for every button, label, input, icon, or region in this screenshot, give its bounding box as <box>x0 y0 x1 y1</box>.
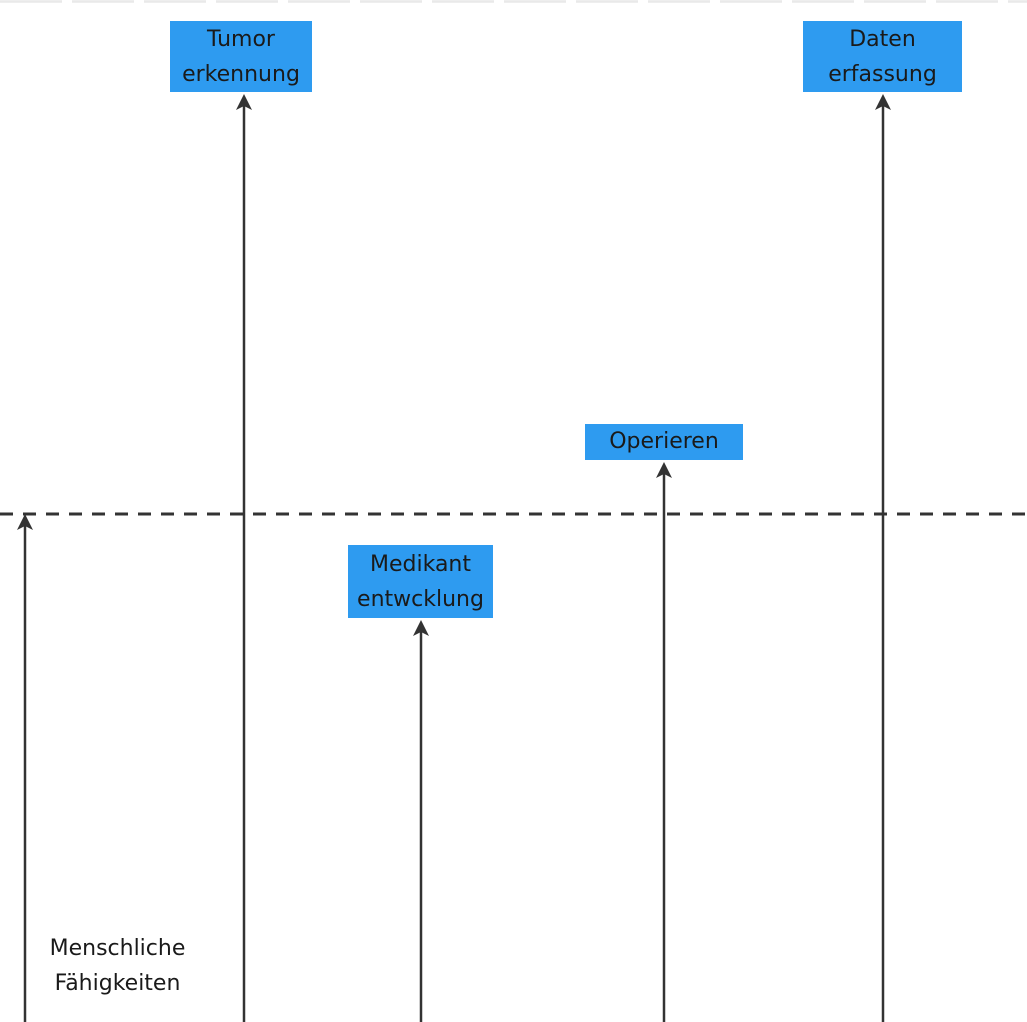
arrowhead-icon <box>17 514 33 530</box>
tumor-erkennung-arrow <box>236 94 252 1022</box>
label-line: Menschliche <box>49 936 186 961</box>
node-label-line: Tumor <box>207 26 275 52</box>
human-capability-arrow <box>17 514 33 1022</box>
arrowhead-icon <box>875 94 891 110</box>
arrowhead-icon <box>656 462 672 478</box>
node-label-line: erkennung <box>182 61 300 87</box>
node-label-line: Medikant <box>370 551 471 577</box>
node-label-line: Daten <box>849 26 916 52</box>
medikant-entwcklung-arrow <box>413 620 429 1022</box>
daten-erfassung-arrow <box>875 94 891 1022</box>
arrowhead-icon <box>413 620 429 636</box>
node-label-line: Operieren <box>609 429 719 454</box>
node-daten-erfassung: Daten erfassung <box>803 21 962 92</box>
human-capabilities-label: Menschliche Fähigkeiten <box>30 931 205 1001</box>
label-line: Fähigkeiten <box>54 971 181 996</box>
node-operieren: Operieren <box>585 424 743 460</box>
node-label-line: entwcklung <box>357 586 484 612</box>
node-label-line: erfassung <box>828 61 937 87</box>
operieren-arrow <box>656 462 672 1022</box>
node-tumor-erkennung: Tumor erkennung <box>170 21 312 92</box>
node-medikant-entwcklung: Medikant entwcklung <box>348 545 493 618</box>
arrowhead-icon <box>236 94 252 110</box>
